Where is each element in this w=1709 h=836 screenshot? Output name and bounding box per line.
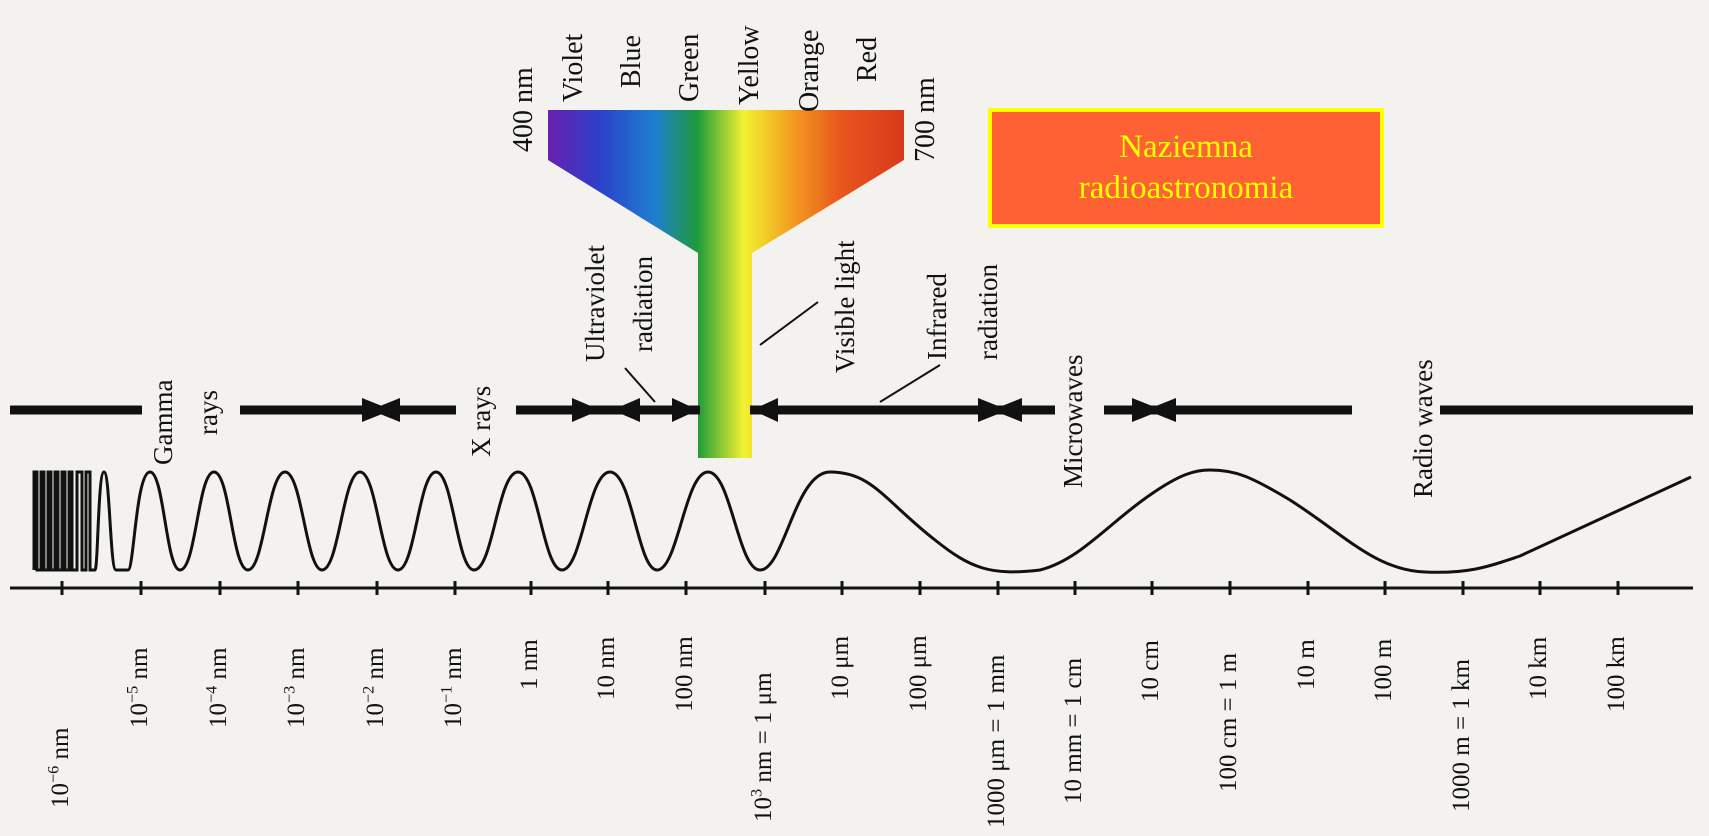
color-label-orange: Orange (794, 29, 825, 112)
scale-label-1e-5-nm: 10−5 nm (123, 647, 153, 729)
scale-label-100-um: 100 μm (905, 635, 932, 712)
scale-label-10-nm: 10 nm (593, 636, 620, 700)
scale-label-1e-1-nm: 10−1 nm (437, 647, 467, 729)
wave-curve (32, 468, 1692, 574)
color-label-red: Red (852, 36, 883, 82)
scale-ticks (60, 581, 1620, 595)
band-label-infrared-line1: Infrared (922, 273, 952, 360)
band-label-xrays: X rays (466, 385, 496, 457)
note-box-line1: Naziemna (1119, 128, 1253, 165)
band-arrowheads (362, 398, 1176, 422)
ground-radioastronomy-box: Naziemna radioastronomia (988, 108, 1384, 228)
leader-lines (624, 301, 941, 403)
scale-label-1-nm: 1 nm (516, 639, 543, 690)
color-label-blue: Blue (616, 35, 647, 88)
color-label-yellow: Yellow (734, 25, 765, 105)
band-label-radio-waves: Radio waves (1408, 359, 1438, 498)
color-label-violet: Violet (558, 33, 589, 102)
note-box-line2: radioastronomia (1078, 170, 1294, 206)
scale-label-10-mm-1-cm: 10 mm = 1 cm (1060, 657, 1087, 804)
scale-label-100-km: 100 km (1603, 636, 1630, 712)
scale-label-10-km: 10 km (1525, 636, 1552, 700)
scale-label-1e-3-nm: 10−3 nm (280, 647, 310, 729)
band-label-ultraviolet-line2: radiation (628, 256, 658, 352)
color-label-green: Green (674, 33, 705, 102)
scale-label-10-um: 10 μm (827, 635, 854, 700)
scale-label-100-m: 100 m (1370, 638, 1397, 702)
band-label-microwaves: Microwaves (1058, 354, 1088, 488)
scale-label-100-nm: 100 nm (671, 636, 698, 712)
scale-label-1e-4-nm: 10−4 nm (202, 647, 232, 729)
spectrum-end-label: 700 nm (910, 77, 941, 162)
band-label-visible-light: Visible light (830, 240, 860, 373)
spectrum-funnel (548, 110, 904, 458)
band-label-gamma-line1: Gamma (148, 379, 178, 465)
scale-label-100-cm-1-m: 100 cm = 1 m (1215, 652, 1242, 792)
band-label-infrared-line2: radiation (973, 264, 1003, 360)
scale-label-1000-m-1-km: 1000 m = 1 km (1448, 659, 1475, 812)
band-label-ultraviolet-line1: Ultraviolet (580, 245, 610, 362)
scale-label-10-m: 10 m (1293, 639, 1320, 690)
scale-label-1e-2-nm: 10−2 nm (359, 647, 389, 729)
scale-label-1e-6-nm: 10−6 nm (44, 727, 74, 809)
spectrum-start-label: 400 nm (508, 67, 539, 152)
scale-label-10-cm: 10 cm (1137, 640, 1164, 702)
scale-label-1000-um-1-mm: 1000 μm = 1 mm (983, 654, 1010, 828)
band-label-gamma-line2: rays (193, 390, 223, 435)
scale-label-1000-nm-1-um: 103 nm = 1 μm (747, 672, 777, 822)
